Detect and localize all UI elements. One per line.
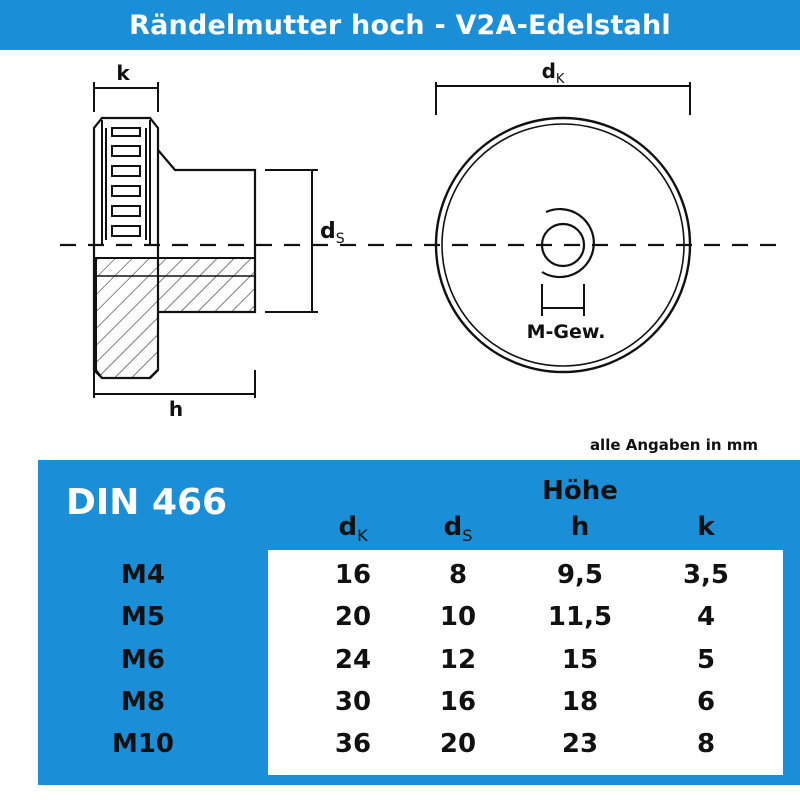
label-k: k (116, 61, 130, 85)
cell-m4-h: 9,5 (556, 560, 604, 590)
cell-m6-dk: 24 (334, 645, 372, 675)
cell-m4-k: 3,5 (682, 560, 730, 590)
cell-m8-k: 6 (696, 687, 716, 717)
cell-m8-ds: 16 (439, 687, 477, 717)
cell-m10-h: 23 (561, 729, 599, 759)
side-view: k h dS (92, 61, 345, 421)
label-dk: dK (542, 59, 565, 87)
cell-m5-h: 11,5 (547, 602, 613, 632)
cell-m10-ds: 20 (439, 729, 477, 759)
label-ds: dS (320, 219, 345, 247)
dimension-h (93, 370, 256, 398)
units-note: alle Angaben in mm (589, 436, 758, 454)
table-title: DIN 466 (66, 482, 228, 523)
cell-m4-ds: 8 (448, 560, 468, 590)
cell-m6-h: 15 (561, 645, 599, 675)
column-header-dk: dK (338, 512, 368, 545)
dimension-table: DIN 466 Höhe dK dS h k M4 16 8 9,5 3,5 M… (38, 460, 800, 785)
cell-m10-dk: 36 (334, 729, 372, 759)
cell-m8-dk: 30 (334, 687, 372, 717)
cell-m6-k: 5 (696, 645, 716, 675)
knurling (101, 120, 151, 245)
row-label-m6: M6 (121, 645, 165, 675)
front-view: dK M-Gew. (434, 59, 692, 374)
dimension-m-thread (541, 284, 585, 316)
column-header-k: k (697, 512, 715, 542)
column-header-h: h (570, 512, 590, 542)
column-header-ds: dS (443, 512, 473, 545)
cell-m5-ds: 10 (439, 602, 477, 632)
dimension-k (93, 82, 159, 112)
label-m-thread: M-Gew. (527, 321, 606, 343)
row-label-m8: M8 (121, 687, 165, 717)
label-h: h (169, 397, 183, 421)
dimension-ds (265, 169, 318, 313)
cell-m5-k: 4 (696, 602, 716, 632)
cell-m10-k: 8 (696, 729, 716, 759)
row-label-m5: M5 (121, 602, 165, 632)
technical-drawing: k h dS dK (60, 59, 785, 421)
cell-m8-h: 18 (561, 687, 599, 717)
cell-m5-dk: 20 (334, 602, 372, 632)
row-label-m4: M4 (121, 560, 165, 590)
table-body-background (268, 550, 783, 775)
page-title: Rändelmutter hoch - V2A-Edelstahl (0, 0, 800, 50)
cell-m4-dk: 16 (334, 560, 372, 590)
cell-m6-ds: 12 (439, 645, 477, 675)
group-header-hoehe: Höhe (542, 476, 618, 506)
row-label-m10: M10 (111, 729, 175, 759)
dimension-dk (435, 82, 691, 115)
